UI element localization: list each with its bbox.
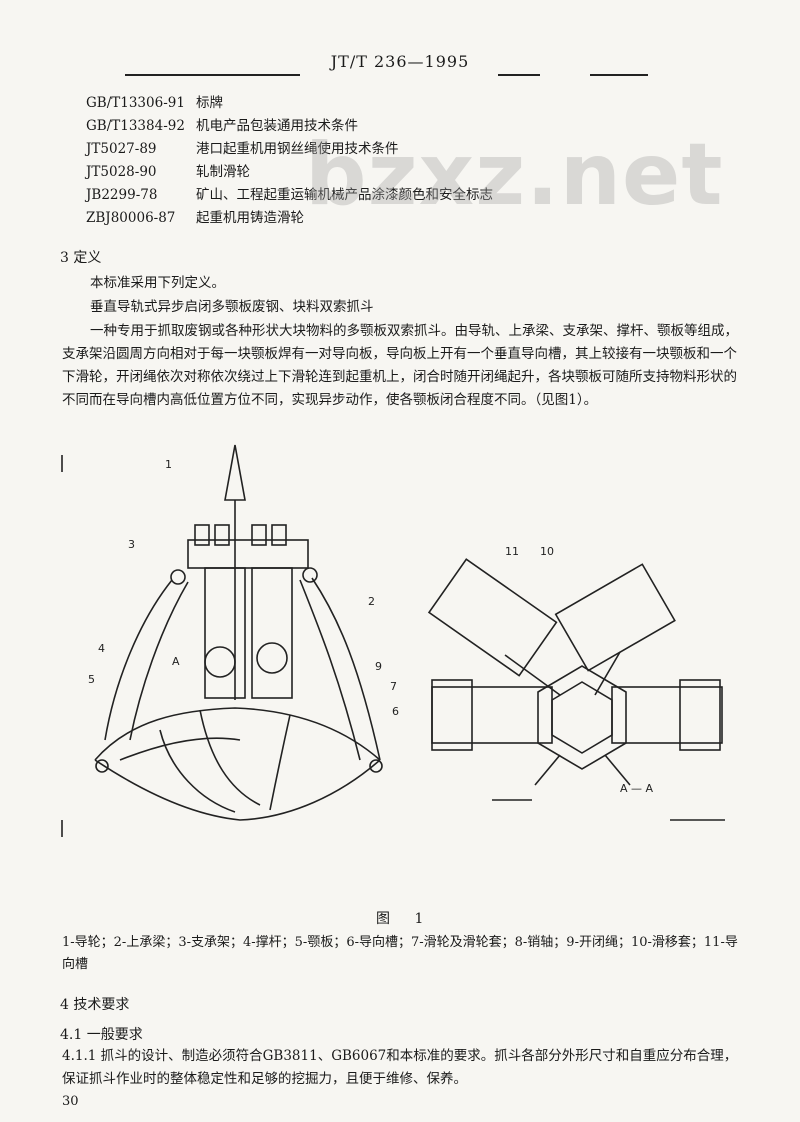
callout-label: 3 [128, 538, 135, 551]
reference-code: JT5028-90 [86, 164, 157, 180]
callout-label: 4 [98, 642, 105, 655]
reference-code: GB/T13384-92 [86, 118, 185, 134]
callout-label: 7 [390, 680, 397, 693]
reference-row: JT5028-90 轧制滑轮 [86, 161, 493, 184]
standard-code: JT/T 236—1995 [330, 52, 470, 71]
header-rule-left [125, 74, 300, 76]
subsection-4-1-heading: 4.1 一般要求 [60, 1027, 143, 1043]
header-rule-right [590, 74, 648, 76]
clause-4-1-1: 4.1.1 抓斗的设计、制造必须符合GB3811、GB6067和本标准的要求。抓… [62, 1048, 738, 1087]
reference-title: 轧制滑轮 [196, 164, 250, 180]
section-3-heading: 3 定义 [60, 250, 102, 266]
callout-label: 9 [375, 660, 382, 673]
header-rule-mid [498, 74, 540, 76]
reference-title: 起重机用铸造滑轮 [196, 210, 304, 226]
callout-label: 1 [165, 458, 172, 471]
reference-row: ZBJ80006-87 起重机用铸造滑轮 [86, 207, 493, 230]
definition-term: 垂直导轨式异步启闭多颚板废钢、块料双索抓斗 [90, 299, 374, 315]
reference-code: JB2299-78 [86, 187, 158, 203]
section-view-label: A — A [620, 782, 654, 795]
reference-code: GB/T13306-91 [86, 95, 185, 111]
reference-code: ZBJ80006-87 [86, 210, 176, 226]
reference-row: JB2299-78 矿山、工程起重运输机械产品涂漆颜色和安全标志 [86, 184, 493, 207]
callout-label: 11 [505, 545, 519, 558]
page-number: 30 [62, 1094, 79, 1109]
reference-title: 港口起重机用钢丝绳使用技术条件 [196, 141, 399, 157]
reference-row: JT5027-89 港口起重机用钢丝绳使用技术条件 [86, 138, 493, 161]
section-4-heading: 4 技术要求 [60, 997, 130, 1013]
reference-row: GB/T13306-91 标牌 [86, 92, 493, 115]
reference-title: 矿山、工程起重运输机械产品涂漆颜色和安全标志 [196, 187, 493, 203]
reference-row: GB/T13384-92 机电产品包装通用技术条件 [86, 115, 493, 138]
reference-title: 标牌 [196, 95, 223, 111]
callout-label: 5 [88, 673, 95, 686]
watermark: bzxz.net [305, 125, 724, 225]
figure-caption: 1-导轮；2-上承梁；3-支承架；4-撑杆；5-颚板；6-导向槽；7-滑轮及滑轮… [62, 935, 738, 972]
grab-drawing: 1 3 2 4 5 9 7 6 11 10 A A — A [61, 444, 725, 837]
page-header: JT/T 236—1995 [0, 52, 800, 82]
definition-body: 一种专用于抓取废钢或各种形状大块物料的多颚板双索抓斗。由导轨、上承梁、支承架、撑… [62, 323, 738, 408]
reference-code: JT5027-89 [86, 141, 157, 157]
section-marker: A [172, 655, 180, 668]
callout-label: 10 [540, 545, 554, 558]
callout-label: 6 [392, 705, 399, 718]
figure-title: 图 1 [376, 911, 434, 927]
callout-label: 2 [368, 595, 375, 608]
definition-intro: 本标准采用下列定义。 [90, 275, 225, 291]
reference-title: 机电产品包装通用技术条件 [196, 118, 358, 134]
